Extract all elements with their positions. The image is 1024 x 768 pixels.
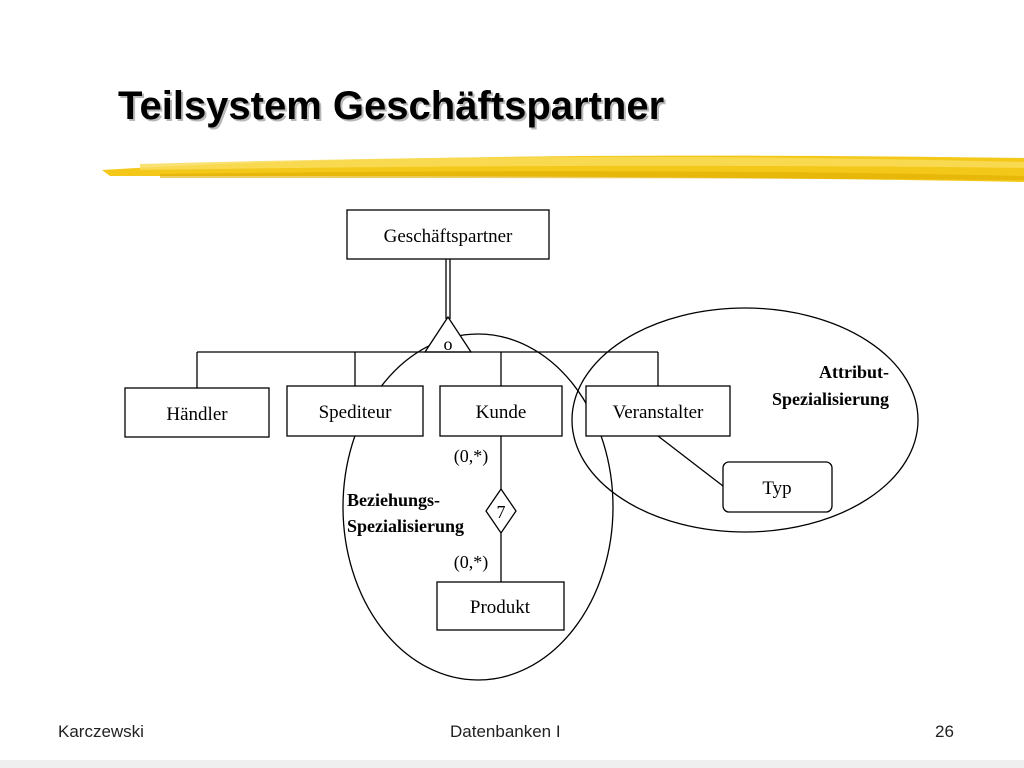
title-underline bbox=[102, 155, 1024, 182]
subtype-box-spediteur bbox=[286, 385, 424, 437]
footer-page-number: 26 bbox=[935, 722, 954, 741]
subtype-box-haendler bbox=[124, 387, 270, 438]
overlap-marker: o bbox=[444, 334, 453, 354]
supertype-box bbox=[346, 209, 550, 260]
attribute-specialization-label-line2: Spezialisierung bbox=[772, 389, 889, 409]
relationship-specialization-label-line1: Beziehungs- bbox=[347, 490, 440, 510]
subtype-label-veranstalter: Veranstalter bbox=[613, 402, 704, 423]
cardinality-lower: (0,*) bbox=[454, 552, 489, 573]
cardinality-upper: (0,*) bbox=[454, 446, 489, 467]
attribute-entity-label: Typ bbox=[762, 478, 791, 499]
relationship-specialization-ellipse bbox=[342, 333, 614, 681]
attribute-specialization-ellipse bbox=[571, 307, 919, 533]
subtype-box-kunde bbox=[439, 385, 563, 437]
subtype-box-veranstalter bbox=[585, 385, 731, 437]
footer-author: Karczewski bbox=[58, 722, 144, 741]
bottom-rule bbox=[0, 760, 1024, 768]
footer-course: Datenbanken I bbox=[450, 722, 561, 741]
subtype-label-haendler: Händler bbox=[166, 404, 228, 425]
supertype-label: Geschäftspartner bbox=[384, 226, 513, 247]
related-entity-label: Produkt bbox=[470, 597, 531, 618]
subtype-label-kunde: Kunde bbox=[476, 402, 527, 423]
attribute-entity-box bbox=[722, 461, 833, 513]
relationship-specialization-label-line2: Spezialisierung bbox=[347, 516, 464, 536]
subtype-label-spediteur: Spediteur bbox=[319, 402, 392, 423]
slide-title: Teilsystem Geschäftspartner bbox=[118, 84, 665, 128]
relationship-marker: 7 bbox=[497, 502, 506, 522]
attribute-specialization-label-line1: Attribut- bbox=[819, 362, 889, 382]
attribute-link-line bbox=[657, 435, 724, 487]
related-entity-box bbox=[436, 581, 565, 631]
